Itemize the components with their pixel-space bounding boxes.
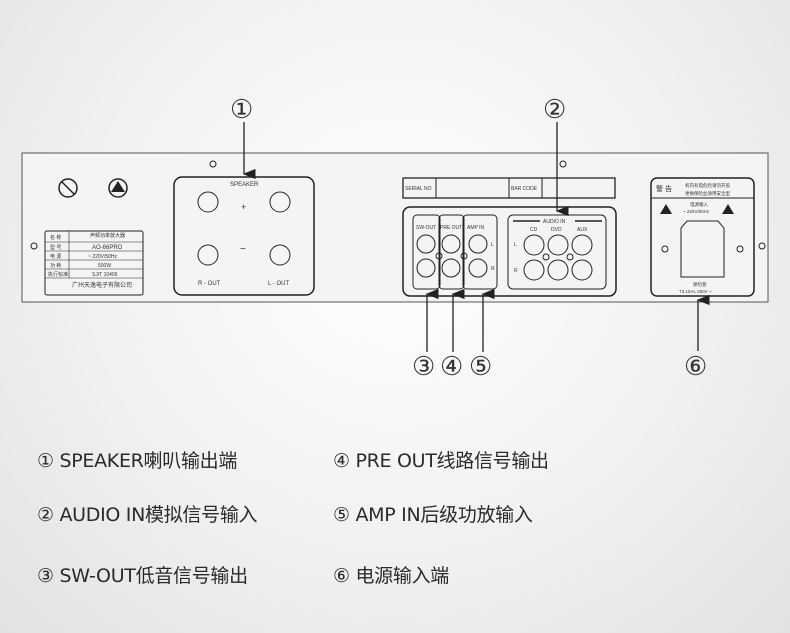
callout-3: ③ <box>412 351 435 381</box>
svg-text:AUX: AUX <box>577 227 588 233</box>
svg-text:L - OUT: L - OUT <box>268 281 289 287</box>
serial-barcode-strip: SERIAL NO BAR CODE <box>402 177 616 199</box>
svg-text:更换保险丝请用安全型: 更换保险丝请用安全型 <box>685 190 730 197</box>
nameplate-label: 型 号 <box>50 244 61 251</box>
warning-triangle-icon <box>660 204 672 214</box>
svg-text:SERIAL NO: SERIAL NO <box>405 186 432 192</box>
svg-text:机内有电危险请勿开盖: 机内有电危险请勿开盖 <box>685 182 730 189</box>
nameplate-label: 电 源 <box>50 253 61 260</box>
callout-2: ② <box>543 94 566 124</box>
nameplate-value: ~ 220V/50Hz <box>88 254 118 260</box>
callout-1: ① <box>230 94 253 124</box>
nameplate-value: 声频功率放大器 <box>90 232 125 239</box>
svg-text:CD: CD <box>530 227 538 233</box>
svg-text:L: L <box>491 242 494 248</box>
nameplate-label: 执行标准 <box>48 271 68 278</box>
nameplate: 名 称 声频功率放大器 型 号 AO-66PRO 电 源 ~ 220V/50Hz… <box>44 230 144 296</box>
iec-inlet <box>680 220 725 278</box>
svg-text:+: + <box>241 202 246 212</box>
svg-text:警 告: 警 告 <box>656 184 672 193</box>
no-disassemble-icon <box>58 178 78 198</box>
svg-text:BAR CODE: BAR CODE <box>511 186 538 192</box>
warning-triangle-icon <box>722 204 734 214</box>
panel-outline <box>21 152 769 303</box>
callout-6: ⑥ <box>684 351 707 381</box>
legend-item-speaker: ① SPEAKER喇叭输出端 <box>37 450 238 472</box>
svg-text:SPEAKER: SPEAKER <box>230 182 259 188</box>
svg-text:SW-OUT: SW-OUT <box>416 225 436 231</box>
power-inlet-panel: 警 告 机内有电危险请勿开盖 更换保险丝请用安全型 电源输入 ~ 220V/50… <box>650 177 755 297</box>
callout-4: ④ <box>440 351 463 381</box>
legend-item-pre-out: ④ PRE OUT线路信号输出 <box>333 450 549 472</box>
svg-text:~ 220V/50Hz: ~ 220V/50Hz <box>683 209 710 214</box>
callout-5: ⑤ <box>469 351 492 381</box>
nameplate-value: AO-66PRO <box>92 245 123 251</box>
nameplate-company: 广州天逸电子有限公司 <box>72 281 132 289</box>
legend-item-sw-out: ③ SW-OUT低音信号输出 <box>37 565 248 587</box>
svg-text:保险管: 保险管 <box>693 281 707 288</box>
nameplate-label: 功 耗 <box>50 262 61 269</box>
legend-item-power: ⑥ 电源输入端 <box>333 565 449 587</box>
svg-text:L: L <box>514 242 517 248</box>
nameplate-value: SJ/T 10406 <box>92 272 118 278</box>
legend-item-audio-in: ② AUDIO IN模拟信号输入 <box>37 504 258 526</box>
svg-text:电源输入: 电源输入 <box>690 201 708 208</box>
legend-item-amp-in: ⑤ AMP IN后级功放输入 <box>333 504 533 526</box>
svg-text:AUDIO IN: AUDIO IN <box>543 219 566 225</box>
svg-text:−: − <box>240 244 246 255</box>
svg-text:DVD: DVD <box>551 227 562 233</box>
svg-text:R: R <box>491 266 495 272</box>
svg-text:AMP IN: AMP IN <box>467 225 485 231</box>
nameplate-value: 500W <box>98 263 111 269</box>
svg-text:R: R <box>514 268 518 274</box>
io-block: SW-OUT PRE OUT AMP IN L R AUDIO IN CD DV… <box>402 206 617 297</box>
svg-text:T3.15AL 250V ~: T3.15AL 250V ~ <box>679 289 712 294</box>
svg-text:R - OUT: R - OUT <box>198 281 221 287</box>
moisture-warning-icon <box>108 178 128 198</box>
nameplate-label: 名 称 <box>50 234 61 241</box>
svg-text:PRE OUT: PRE OUT <box>440 225 462 231</box>
